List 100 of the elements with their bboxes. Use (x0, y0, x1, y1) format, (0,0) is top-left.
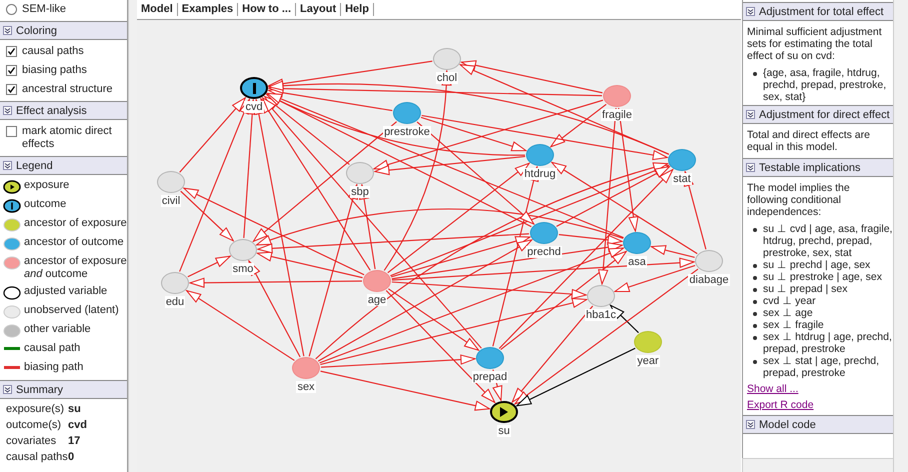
option-label: causal paths (22, 45, 84, 58)
arrow (556, 166, 670, 227)
node-label: prechd (526, 246, 562, 258)
arrow (258, 233, 530, 254)
summary-key: covariates (6, 434, 68, 448)
section-header: Adjustment for total effect (743, 2, 893, 21)
summary-value: 17 (68, 434, 80, 448)
arrow (252, 121, 397, 242)
summary-value: su (68, 402, 81, 416)
list-item: sex ⊥ stat | age, prechd, prepad, prestroke (763, 355, 880, 379)
menu-item: Model (137, 3, 178, 16)
node-label: stat (672, 173, 692, 185)
node-label: diabage (688, 274, 730, 286)
arrow (266, 92, 624, 238)
arrow (416, 121, 534, 225)
arrow (550, 104, 607, 148)
section-header: Model code (743, 415, 893, 434)
arrow (387, 162, 530, 274)
node-label: htdrug (523, 168, 557, 180)
arrow (319, 248, 624, 364)
arrow (614, 264, 696, 292)
arrow (268, 84, 602, 96)
arrow (390, 236, 530, 278)
arrow (268, 60, 432, 89)
legend-text: ancestor of exposure (24, 217, 127, 230)
legend-text: causal path (24, 342, 80, 355)
arrow (190, 278, 362, 288)
arrow (392, 281, 587, 300)
option-label: mark atomic direct effects (22, 125, 113, 151)
paragraph: Minimal sufficient adjustment sets for estimating the total effect of su on cvd: (746, 25, 883, 64)
node-label: prestroke (383, 126, 431, 138)
node-label: sbp (350, 186, 370, 198)
arrow (420, 116, 526, 152)
node-label: asa (627, 256, 647, 268)
arrow (268, 80, 670, 155)
node-label: su (497, 425, 511, 437)
arrow (254, 99, 304, 356)
arrow (388, 288, 480, 351)
arrow (248, 260, 301, 358)
arrow (180, 190, 234, 242)
arrow (308, 184, 358, 356)
list-item: {age, asa, fragile, htdrug, prechd, prepad, prestroke, sex, stat} (763, 67, 888, 103)
summary-key: causal paths (6, 450, 68, 464)
arrow (598, 108, 617, 284)
arrow (384, 70, 452, 271)
node-label: sex (296, 381, 316, 393)
arrow (610, 304, 639, 334)
arrow (179, 97, 246, 173)
arrow (260, 98, 371, 271)
legend-text: biasing path (24, 361, 84, 374)
list-item: sex ⊥ age (763, 307, 813, 319)
arrow (359, 184, 376, 270)
section-header: Testable implications (743, 158, 893, 177)
legend-text: unobserved (latent) (24, 304, 119, 317)
arrow (188, 256, 231, 278)
menu-item: How to ... (238, 3, 296, 16)
legend-text: ancestor of exposure and outcome (24, 255, 127, 281)
arrow (320, 354, 476, 368)
arrow (243, 100, 258, 238)
arrow (374, 100, 604, 170)
section-header: Effect analysis (0, 101, 127, 120)
arrow (386, 290, 496, 403)
legend-text: exposure (24, 179, 70, 192)
list-item: su ⊥ prestroke | age, sex (763, 271, 882, 283)
arrow (514, 268, 698, 404)
arrow (516, 348, 636, 406)
node-label: fragile (601, 109, 633, 121)
summary-value: 0 (68, 450, 74, 464)
section-header: Adjustment for direct effect (743, 105, 893, 124)
link: Show all ... (747, 383, 798, 395)
arrow (183, 188, 364, 276)
arrow (492, 166, 539, 346)
arrow (498, 169, 674, 349)
arrow (551, 162, 698, 254)
list-item: sex ⊥ fragile (763, 319, 824, 331)
menu-item: Examples (178, 3, 238, 16)
arrow (512, 306, 594, 402)
node-label: civil (160, 195, 182, 207)
arrow (179, 98, 250, 272)
option-label: biasing paths (22, 64, 87, 77)
arrow (390, 164, 670, 276)
arrow (618, 108, 638, 232)
node-label: year (636, 355, 660, 367)
node-label: edu (164, 296, 186, 308)
node-label: chol (436, 72, 458, 84)
arrow (256, 208, 624, 246)
node-label: hba1c (585, 309, 617, 321)
section-header: Legend (0, 156, 127, 175)
menu-item: Help (341, 3, 374, 16)
option-label: SEM-like (22, 3, 66, 16)
link: Export R code (747, 399, 814, 411)
arrow (392, 258, 694, 281)
arrow (650, 245, 695, 258)
node-label: age (366, 294, 388, 306)
legend-text: adjusted variable (24, 285, 108, 298)
arrow (558, 234, 623, 245)
list-item: su ⊥ prechd | age, sex (763, 259, 870, 271)
arrow (320, 298, 588, 366)
list-item: cvd ⊥ year (763, 295, 816, 307)
section-header: Summary (0, 380, 127, 399)
